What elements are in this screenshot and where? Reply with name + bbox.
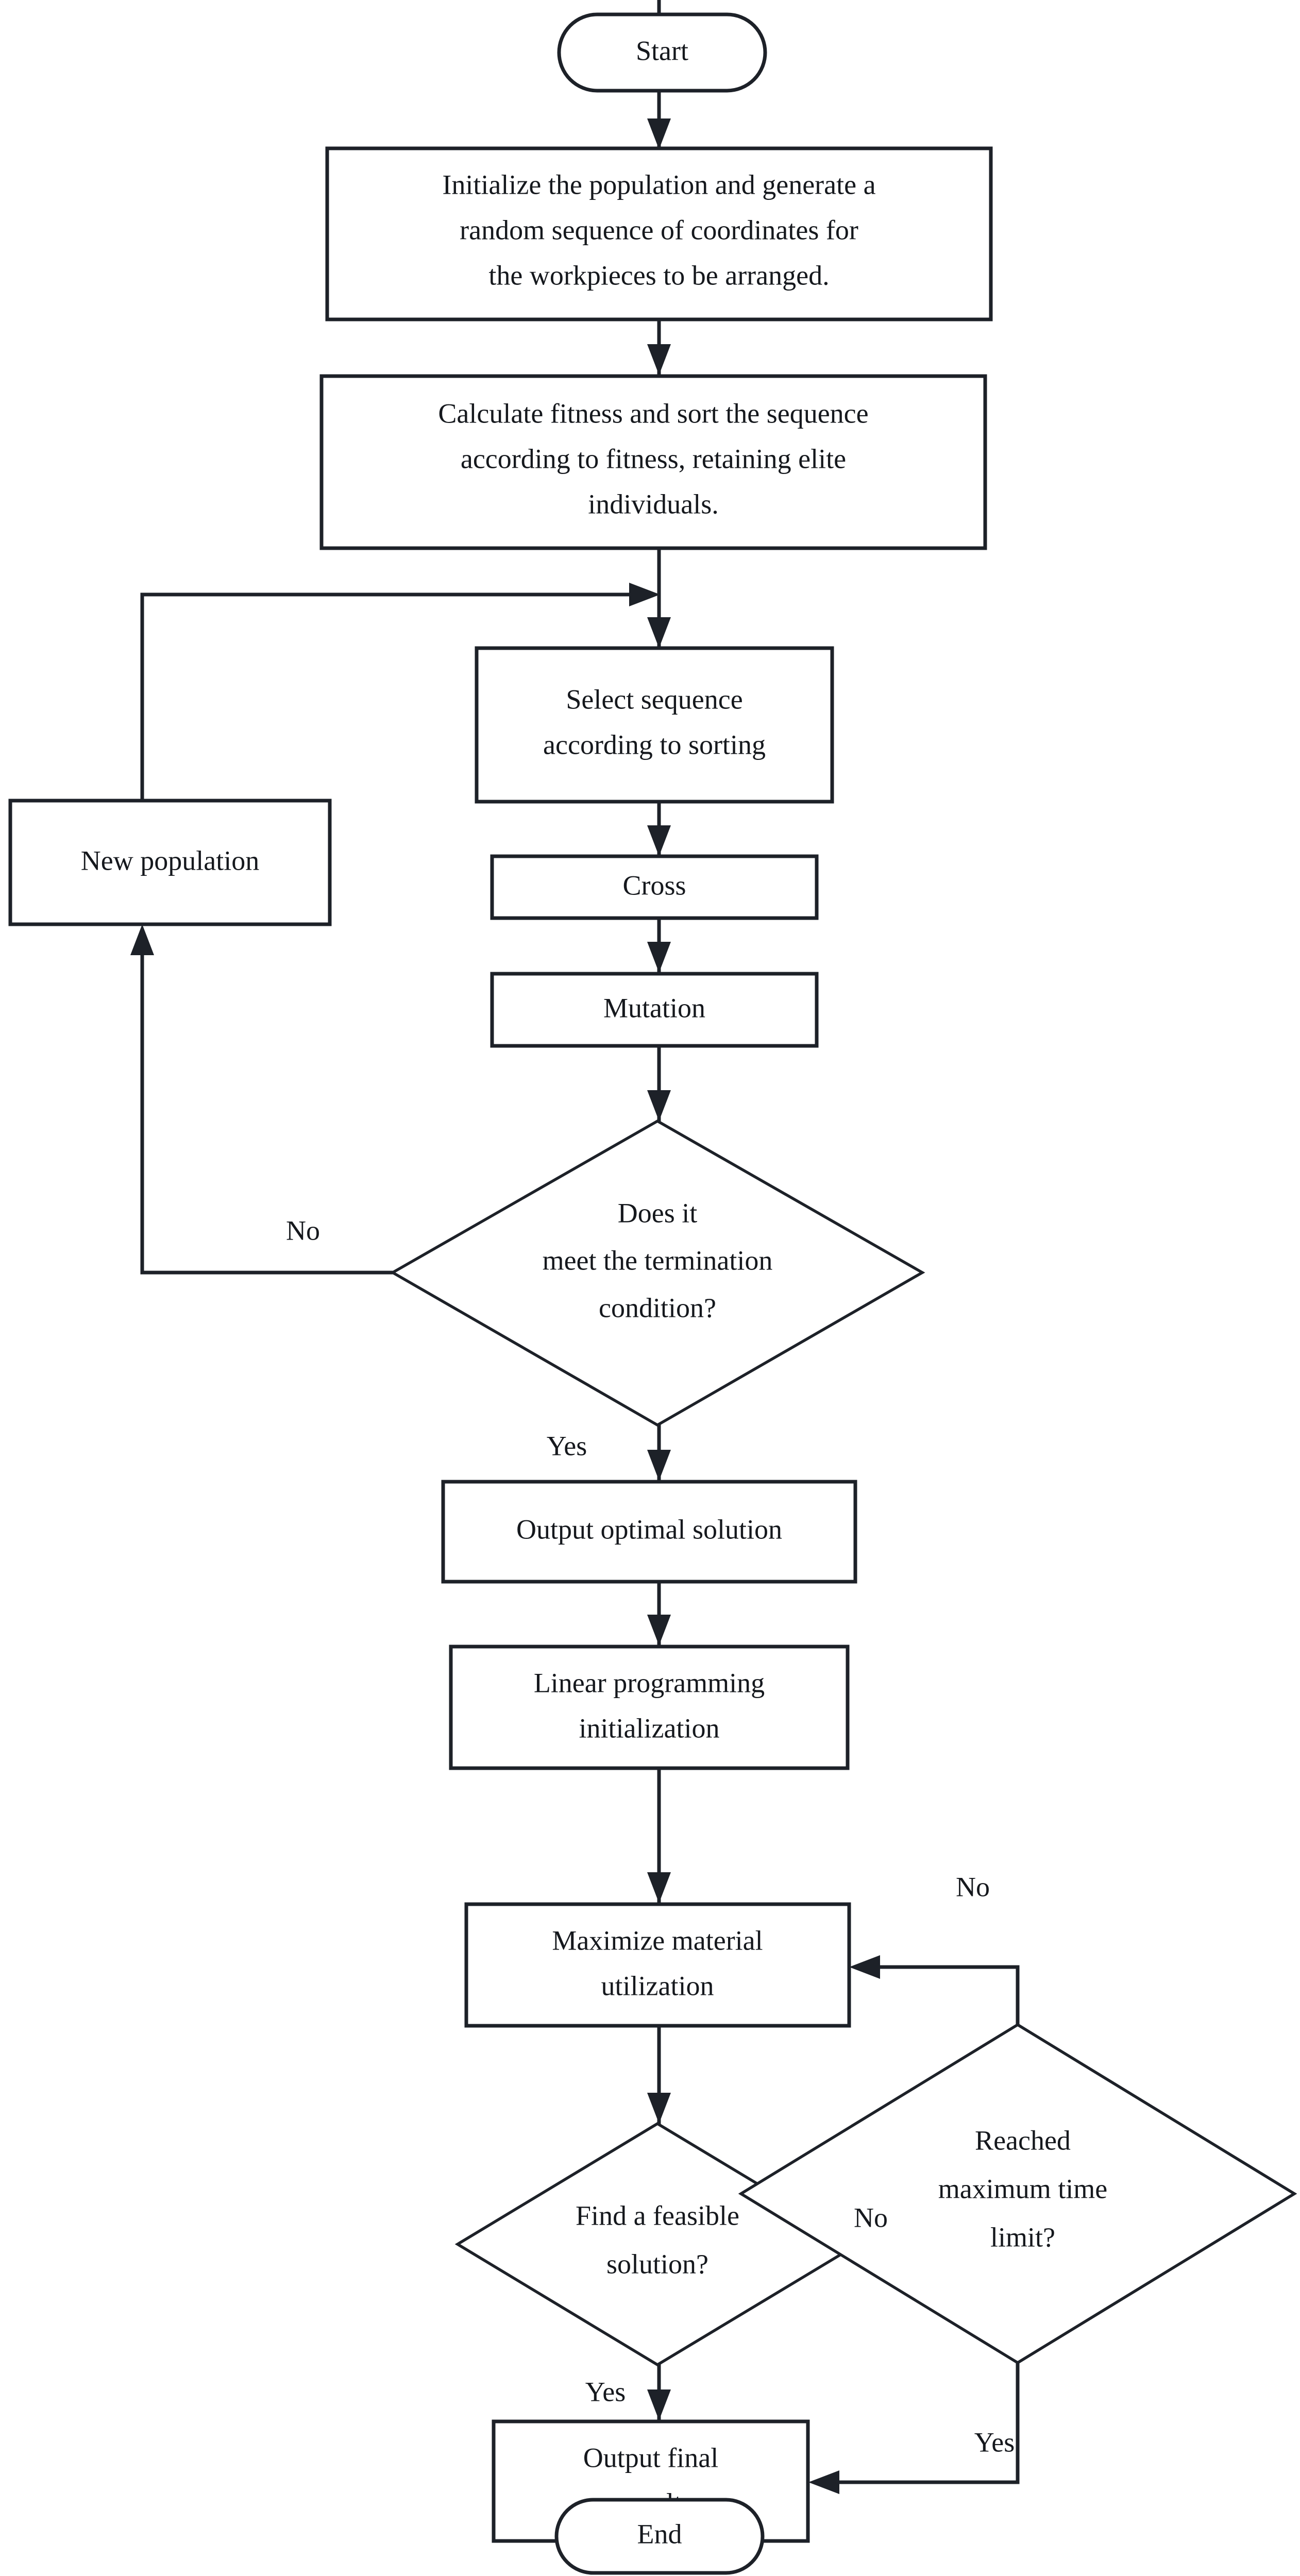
node-output-final-line-1: Output final	[583, 2442, 718, 2473]
node-time-limit-line-2: maximum time	[938, 2173, 1107, 2204]
node-new-population-label: New population	[81, 845, 259, 876]
node-termination-condition[interactable]: Does it meet the termination condition?	[390, 1119, 925, 1427]
node-find-feasible-solution[interactable]: Find a feasible solution?	[454, 2122, 861, 2367]
edge-label-termination-yes: Yes	[547, 1430, 587, 1461]
node-start[interactable]: Start	[557, 12, 767, 93]
node-output-optimal-label: Output optimal solution	[516, 1514, 782, 1545]
node-select-sequence-line-1: Select sequence	[566, 684, 742, 715]
node-maximize-line-2: utilization	[601, 1970, 714, 2001]
edge-time-limit-yes-to-output-final	[808, 2363, 1020, 2494]
edge-label-time-limit-yes: Yes	[974, 2427, 1015, 2458]
node-initialize-population[interactable]: Initialize the population and generate a…	[325, 146, 993, 321]
node-find-feasible-line-2: solution?	[606, 2248, 708, 2279]
node-calculate-fitness-line-1: Calculate fitness and sort the sequence	[438, 398, 868, 429]
node-time-limit-line-3: limit?	[990, 2222, 1055, 2252]
node-calculate-fitness-line-3: individuals.	[588, 488, 719, 519]
node-termination-line-1: Does it	[618, 1197, 698, 1228]
node-mutation[interactable]: Mutation	[490, 972, 819, 1048]
node-find-feasible-line-1: Find a feasible	[576, 2200, 739, 2231]
edge-label-feasible-yes: Yes	[585, 2376, 626, 2407]
node-start-label: Start	[636, 35, 688, 66]
node-termination-line-2: meet the termination	[543, 1245, 773, 1276]
node-lp-init-line-2: initialization	[579, 1713, 720, 1743]
node-cross-label: Cross	[622, 870, 686, 901]
edge-termination-no-to-new-population	[130, 924, 393, 1275]
node-maximize-line-1: Maximize material	[552, 1925, 763, 1956]
node-reached-max-time-limit[interactable]: Reached maximum time limit?	[738, 2023, 1297, 2365]
node-initialize-line-2: random sequence of coordinates for	[460, 214, 858, 245]
node-cross[interactable]: Cross	[490, 854, 819, 920]
node-mutation-label: Mutation	[603, 992, 705, 1023]
node-output-optimal-solution[interactable]: Output optimal solution	[441, 1480, 857, 1584]
edge-label-feasible-no: No	[854, 2202, 888, 2233]
node-end[interactable]: End	[554, 2498, 765, 2575]
node-calculate-fitness-line-2: according to fitness, retaining elite	[461, 443, 846, 474]
edge-label-time-limit-no: No	[956, 1871, 990, 1902]
node-lp-init-line-1: Linear programming	[534, 1667, 765, 1698]
node-initialize-line-1: Initialize the population and generate a	[442, 169, 875, 200]
node-initialize-line-3: the workpieces to be arranged.	[488, 260, 829, 291]
node-calculate-fitness[interactable]: Calculate fitness and sort the sequence …	[319, 374, 987, 550]
node-linear-programming-init[interactable]: Linear programming initialization	[449, 1645, 850, 1770]
node-time-limit-line-1: Reached	[975, 2125, 1071, 2156]
node-termination-line-3: condition?	[599, 1292, 716, 1323]
node-maximize-material-utilization[interactable]: Maximize material utilization	[464, 1902, 851, 2028]
node-end-label: End	[637, 2518, 682, 2549]
edge-label-termination-no: No	[286, 1215, 320, 1246]
edge-new-population-feedback	[140, 583, 660, 801]
edge-time-limit-no-to-maximize	[849, 1955, 1020, 2025]
node-new-population[interactable]: New population	[8, 799, 332, 926]
node-select-sequence-line-2: according to sorting	[543, 729, 766, 760]
node-select-sequence[interactable]: Select sequence according to sorting	[475, 646, 834, 804]
